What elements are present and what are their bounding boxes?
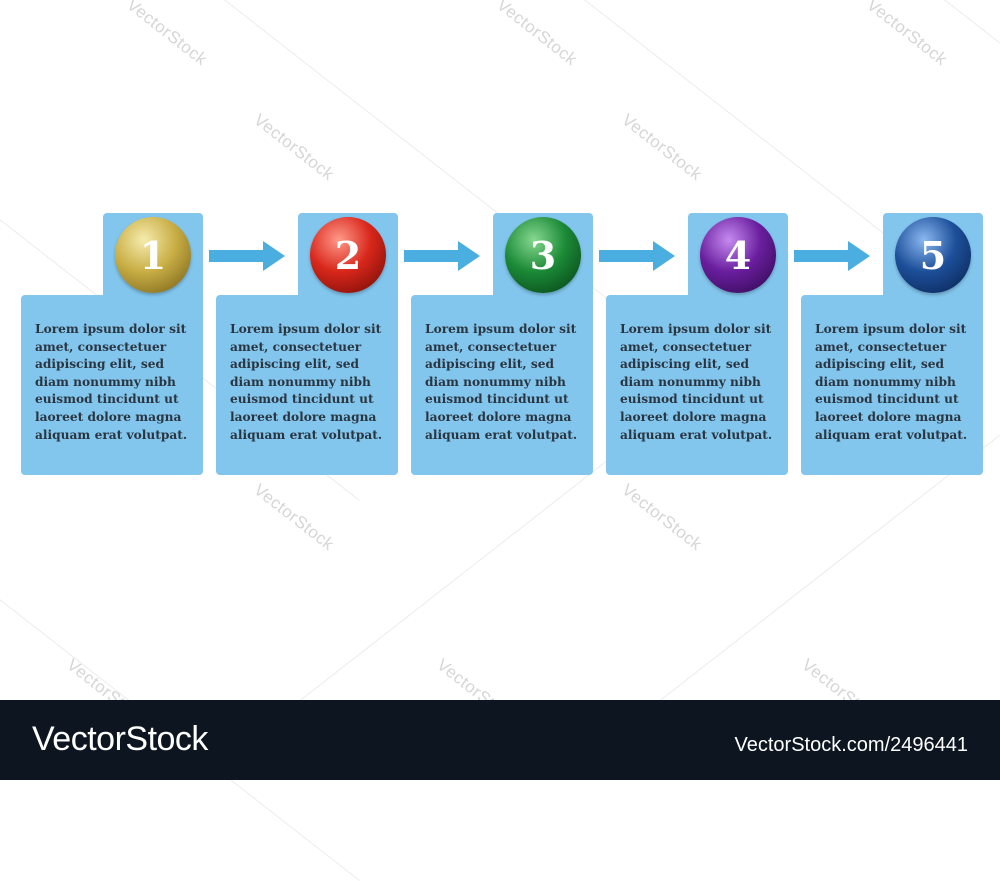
watermark-text: VectorStock — [863, 0, 951, 70]
watermark-text: VectorStock — [250, 110, 338, 185]
arrow-2-to-3 — [404, 241, 480, 271]
watermark-text: VectorStock — [123, 0, 211, 70]
step-2-number: 2 — [334, 232, 362, 278]
arrow-4-to-5 — [794, 241, 870, 271]
arrow-1-to-2 — [209, 241, 285, 271]
footer-image-credit: VectorStock.com/2496441 — [734, 734, 968, 756]
step-4-description: Lorem ipsum dolor sit amet, consectetuer… — [620, 322, 773, 442]
step-5-description: Lorem ipsum dolor sit amet, consectetuer… — [815, 322, 968, 442]
step-5-card — [801, 295, 983, 475]
footer-bar: VectorStock VectorStock.com/2496441 — [0, 700, 1000, 780]
step-5: 5 Lorem ipsum dolor sit amet, consectetu… — [801, 213, 983, 475]
step-2: 2 Lorem ipsum dolor sit amet, consectetu… — [216, 213, 398, 475]
step-4-number: 4 — [724, 232, 752, 278]
step-2-description: Lorem ipsum dolor sit amet, consectetuer… — [230, 322, 383, 442]
footer-brand-logo: VectorStock — [32, 720, 208, 758]
step-1-card — [21, 295, 203, 475]
step-3-description: Lorem ipsum dolor sit amet, consectetuer… — [425, 322, 578, 442]
watermark-text: VectorStock — [493, 0, 581, 70]
step-4-number-ball: 4 — [700, 217, 776, 293]
step-3-number-ball: 3 — [505, 217, 581, 293]
step-4-card — [606, 295, 788, 475]
step-3-card — [411, 295, 593, 475]
step-3-number: 3 — [529, 232, 557, 278]
step-3: 3 Lorem ipsum dolor sit amet, consectetu… — [411, 213, 593, 475]
step-1-number-ball: 1 — [115, 217, 191, 293]
step-5-number: 5 — [919, 232, 947, 278]
step-5-number-ball: 5 — [895, 217, 971, 293]
step-1-number: 1 — [139, 232, 167, 278]
watermark-text: VectorStock — [618, 110, 706, 185]
watermark-text: VectorStock — [618, 480, 706, 555]
step-1-description: Lorem ipsum dolor sit amet, consectetuer… — [35, 322, 188, 442]
step-2-number-ball: 2 — [310, 217, 386, 293]
step-4: 4 Lorem ipsum dolor sit amet, consectetu… — [606, 213, 788, 475]
watermark-text: VectorStock — [250, 480, 338, 555]
arrow-3-to-4 — [599, 241, 675, 271]
step-1: 1 Lorem ipsum dolor sit amet, consectetu… — [21, 213, 203, 475]
step-2-card — [216, 295, 398, 475]
